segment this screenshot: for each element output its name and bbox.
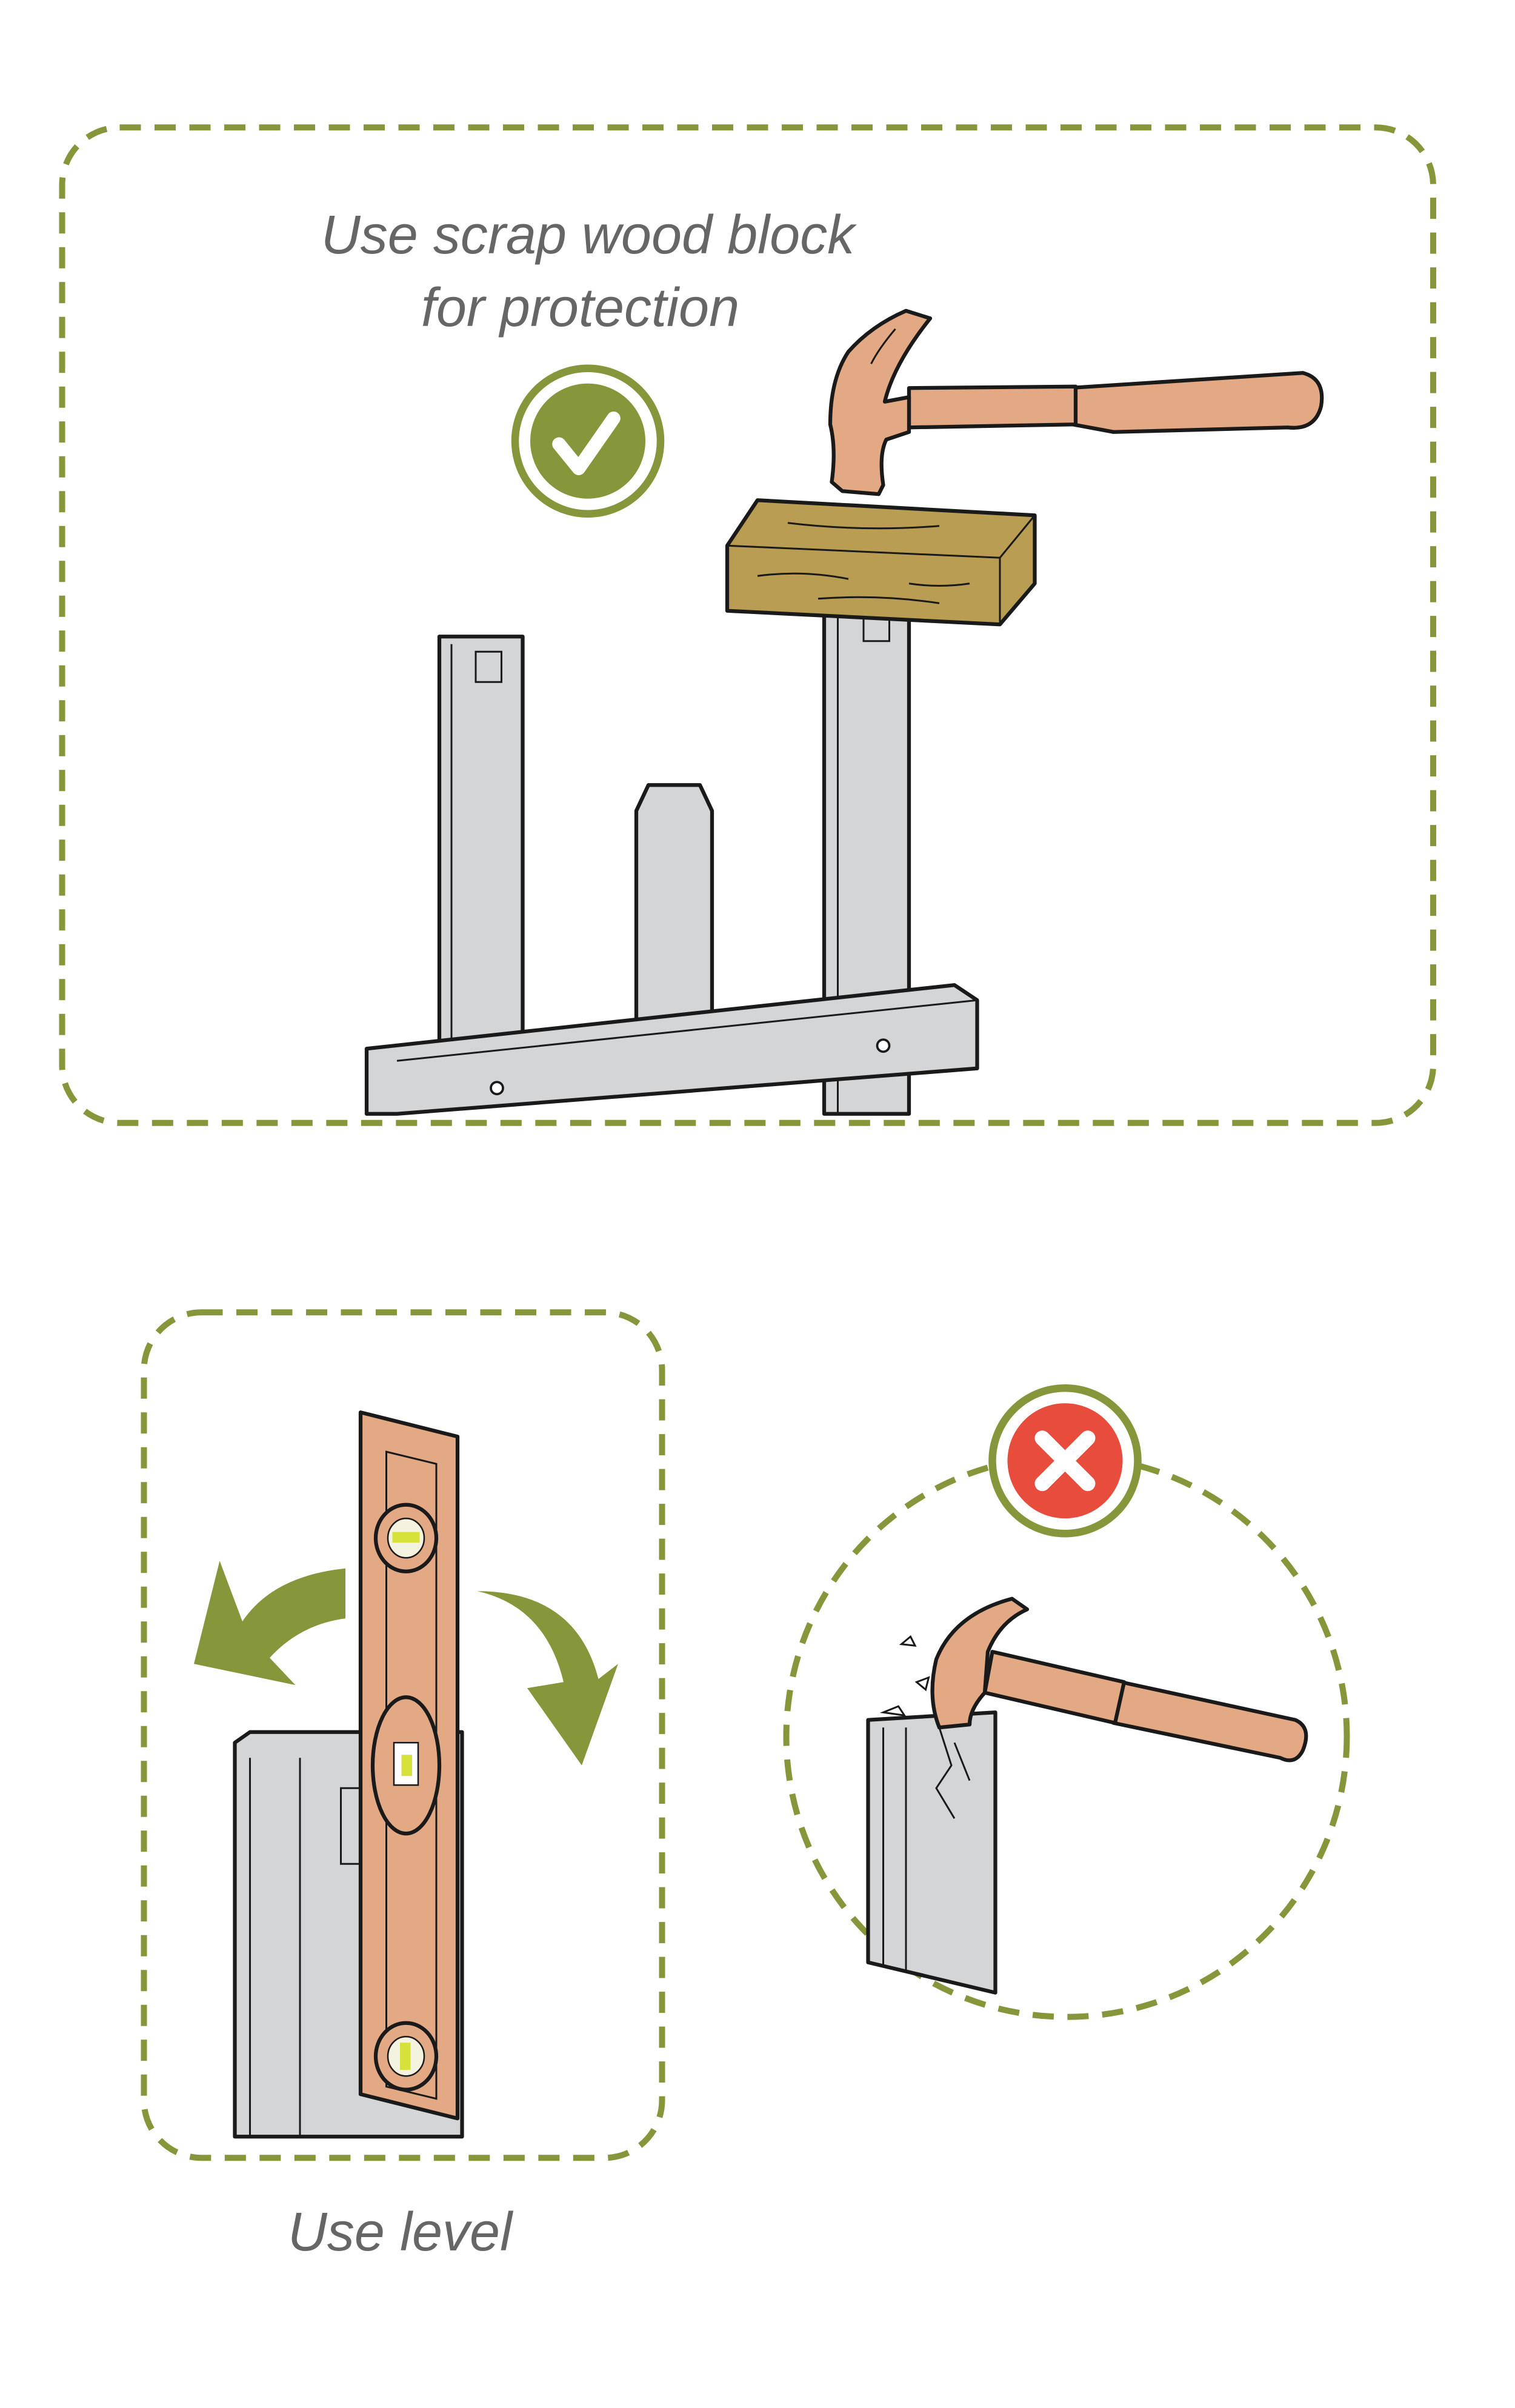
rotate-left-arrow-icon [194,1561,345,1686]
fence-frame-illustration [364,604,979,1116]
caption-line-1: Use scrap wood block [321,205,857,265]
screw-icon [876,1038,891,1053]
bottom-right-panel [783,1384,1350,2020]
rotate-right-arrow-icon [477,1591,618,1766]
bottom-left-panel-border [141,1309,665,2161]
check-icon [511,364,665,518]
hammer-icon [930,1596,1308,1763]
wood-block-illustration [725,498,1037,627]
bottom-left-panel: Use level [141,1309,665,2263]
caption-use-level: Use level [288,2202,514,2263]
bottom-right-panel-border [783,1453,1350,2020]
hammer-icon [828,309,1324,496]
screw-icon [490,1081,504,1096]
x-icon [988,1384,1142,1538]
middle-picket [634,783,714,1033]
top-panel-border [59,124,1436,1126]
caption-line-2: for protection [421,278,739,338]
horizontal-rail [364,983,979,1116]
spirit-level-icon [358,1410,460,2121]
top-panel: Use scrap wood block for protection [59,124,1436,1126]
